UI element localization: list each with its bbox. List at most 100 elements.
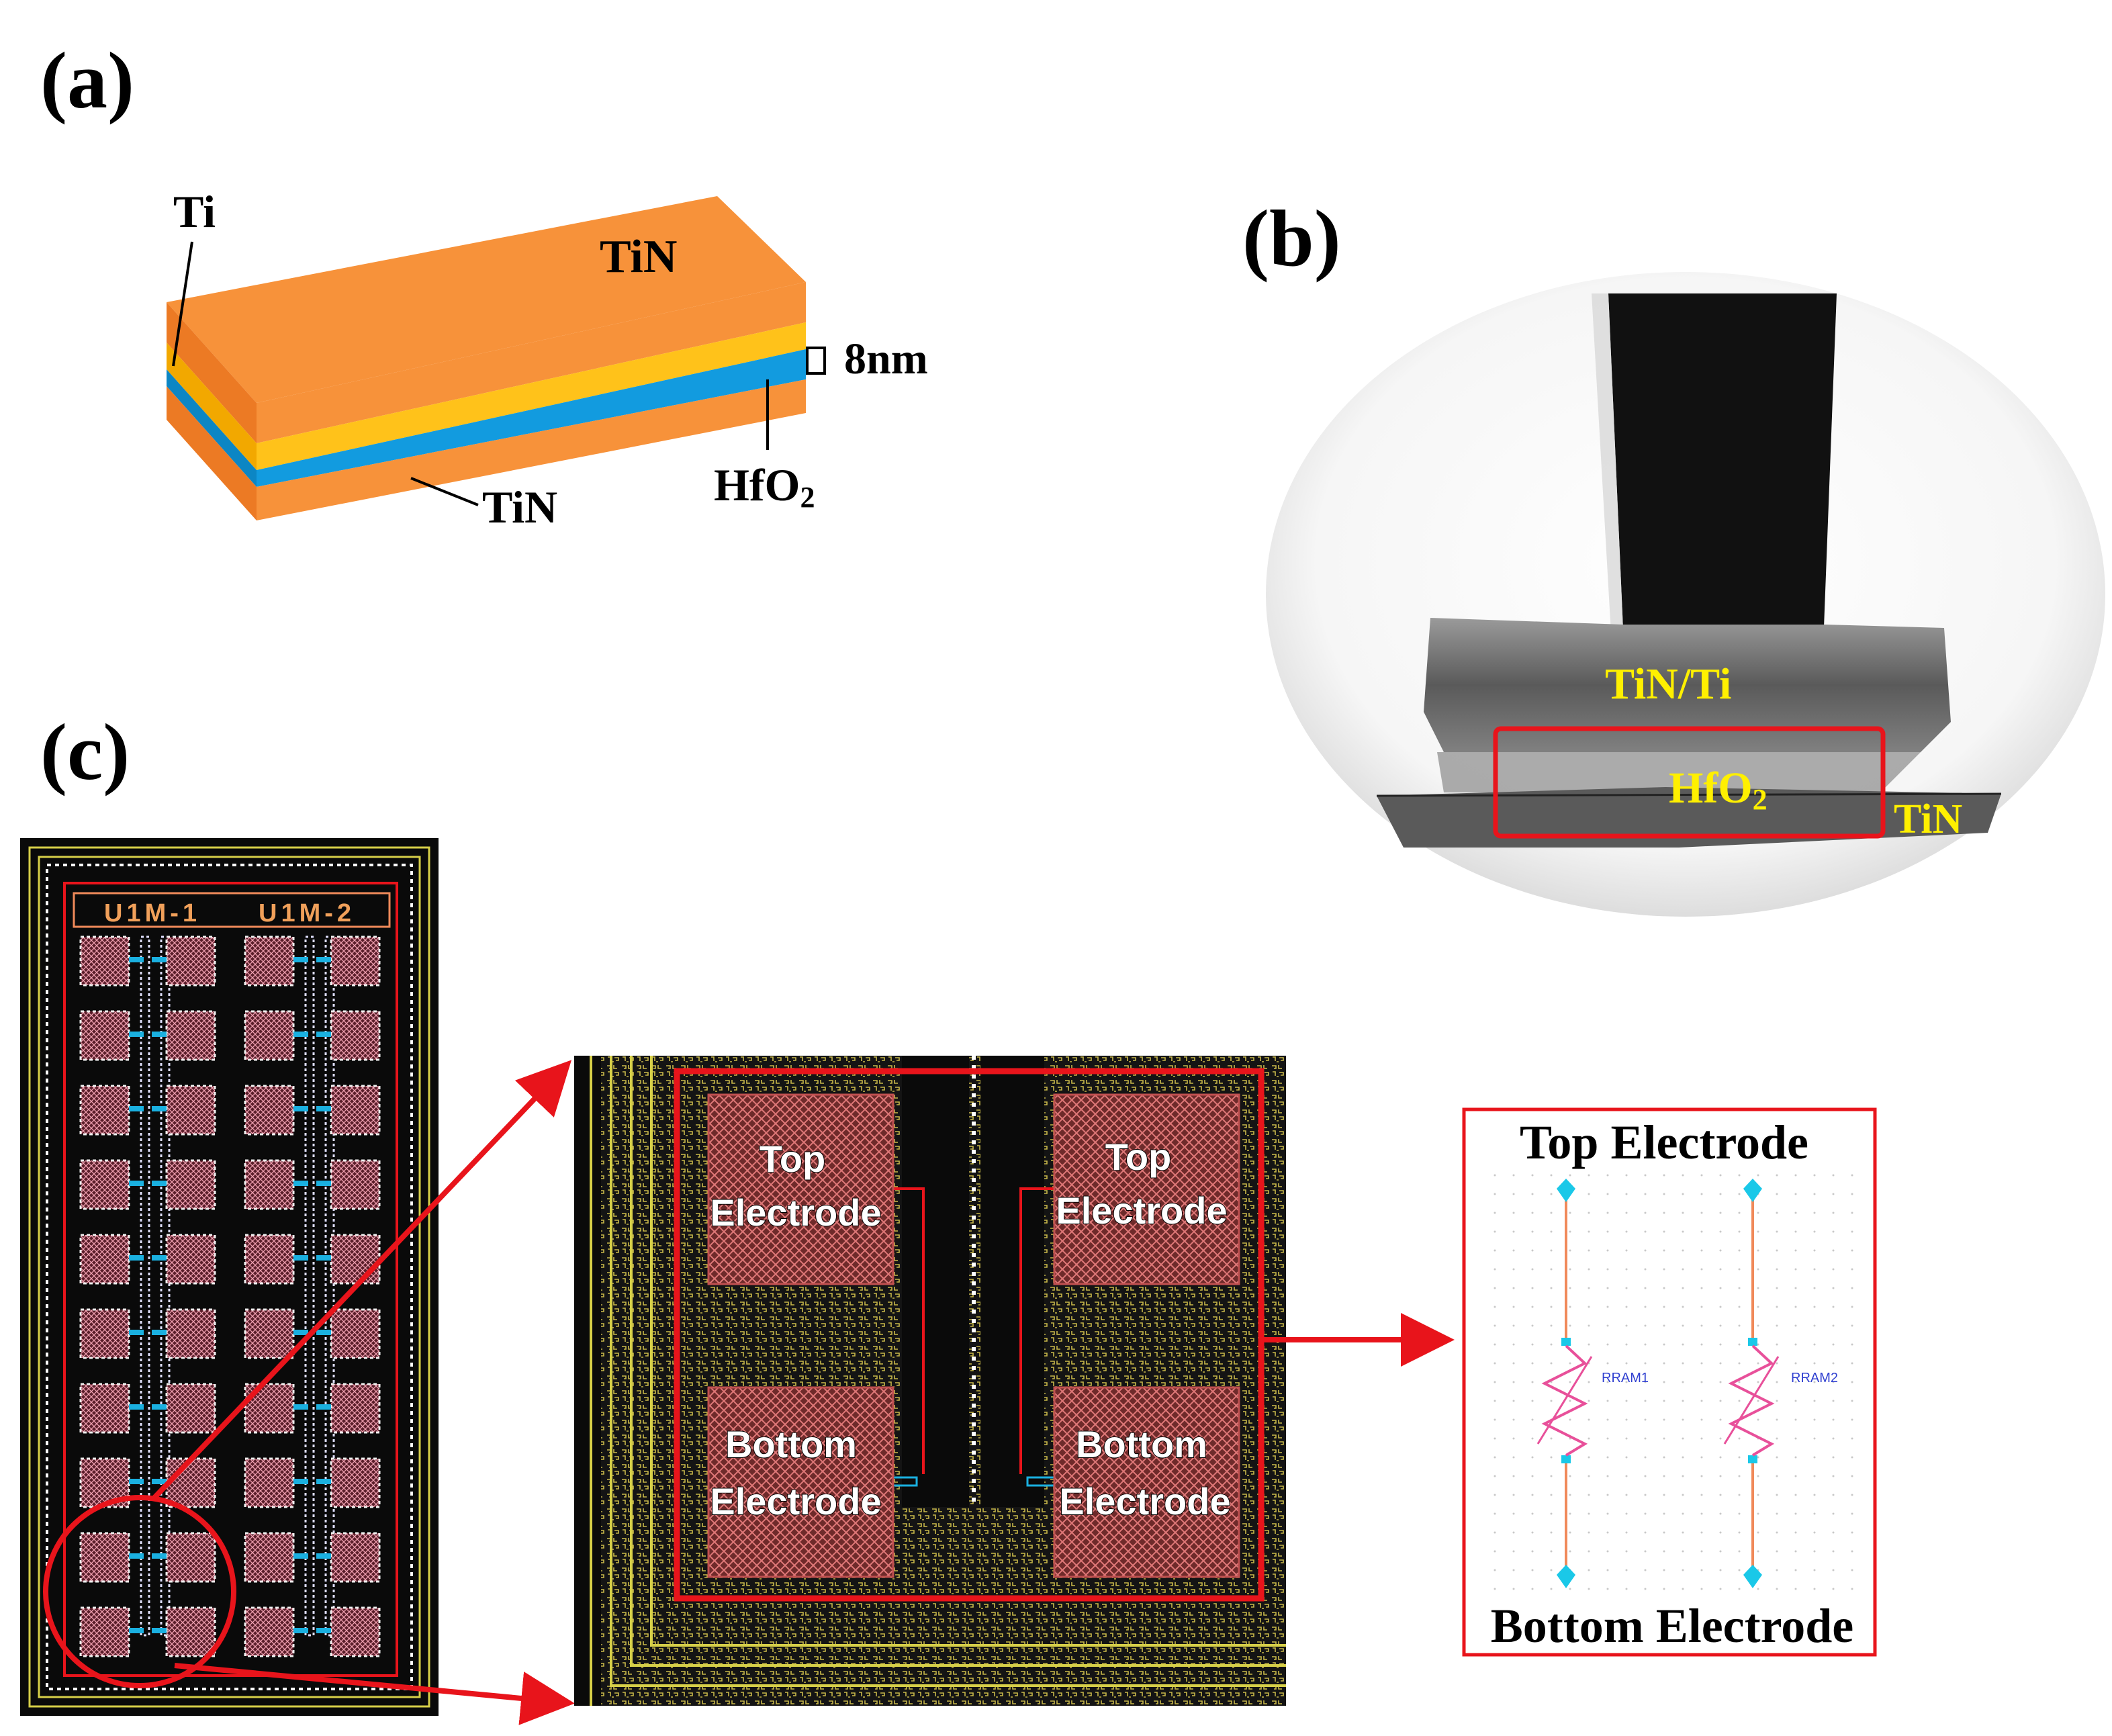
chip-pad <box>244 1234 295 1285</box>
chip-pad <box>79 1085 130 1136</box>
top-tin-left-face <box>167 302 257 443</box>
chip-via <box>293 1255 308 1261</box>
chip-layout: U1M-1 U1M-2 <box>20 838 439 1716</box>
chip-via <box>293 1032 308 1037</box>
chip-pad <box>330 1234 381 1285</box>
chip-pad <box>165 1010 216 1061</box>
chip-via <box>316 1255 331 1261</box>
chip-pad <box>330 1457 381 1508</box>
rram2: RRAM2 <box>1723 1179 1838 1588</box>
chip-via <box>293 1553 308 1559</box>
chip-pad <box>330 1606 381 1657</box>
panel-c: (c) U1M-1 U1M-2 <box>20 707 1877 1725</box>
chip-pad <box>244 1085 295 1136</box>
top-tin-front-face <box>257 282 806 443</box>
zoom-circle <box>43 1495 236 1688</box>
chip-pad <box>330 935 381 987</box>
zoom-arrow-top <box>152 1060 572 1500</box>
chip-pad <box>330 1532 381 1583</box>
chip-pad <box>79 1234 130 1285</box>
chip-pad <box>244 1457 295 1508</box>
chip-via <box>129 1032 144 1037</box>
chip-via <box>316 1553 331 1559</box>
zoom-highlight-box <box>674 1068 1265 1602</box>
chip-via <box>293 1479 308 1484</box>
chip-via <box>316 1106 331 1111</box>
chip-via <box>152 1032 167 1037</box>
chip-via <box>129 1553 144 1559</box>
chip-via <box>152 957 167 962</box>
chip-pad <box>79 935 130 987</box>
tin-ti-label: TiN/Ti <box>1605 659 1731 709</box>
chip-pad <box>244 1606 295 1657</box>
pad-bottom-right-line2: Electrode <box>1059 1480 1230 1522</box>
rram1-label: RRAM1 <box>1602 1371 1649 1385</box>
contact-pillar <box>1608 293 1837 645</box>
chip-via <box>152 1628 167 1633</box>
bottom-tin-leader <box>410 477 479 506</box>
chip-via <box>129 1106 144 1111</box>
chip-pad <box>244 1308 295 1359</box>
chip-via <box>152 1479 167 1484</box>
chip-via <box>293 957 308 962</box>
chip-via <box>293 1106 308 1111</box>
chip-pad <box>330 1010 381 1061</box>
panel-b-letter: (b) <box>1242 193 1341 283</box>
pad-bottom-left-line2: Electrode <box>710 1480 881 1522</box>
bottom-tin-film <box>1377 787 2001 848</box>
top-electrode-pad-right <box>1053 1093 1240 1285</box>
pad-top-right-line2: Electrode <box>1056 1189 1227 1232</box>
chip-pad <box>330 1159 381 1210</box>
chip-pad <box>244 1159 295 1210</box>
chip-via <box>316 1032 331 1037</box>
chip-pad <box>79 1159 130 1210</box>
chip-via <box>316 1330 331 1335</box>
ti-leader <box>172 241 193 367</box>
chip-pad <box>165 1234 216 1285</box>
rram2-top-terminal <box>1743 1179 1762 1202</box>
chip-pad <box>165 1308 216 1359</box>
panel-a: (a) Ti TiN 8nm HfO2 TiN <box>40 36 928 533</box>
zoomed-layout: Top Electrode Top Electrode Bottom Elect… <box>574 1056 1286 1706</box>
hfo2-highlight-box <box>1493 726 1886 839</box>
chip-via <box>129 1404 144 1410</box>
rram2-bottom-terminal <box>1743 1565 1762 1588</box>
bottom-tin-label: TiN <box>482 482 557 533</box>
tin-label-b: TiN <box>1894 796 1962 842</box>
chip-via <box>129 1330 144 1335</box>
ti-layer <box>257 322 806 470</box>
chip-pad <box>165 1457 216 1508</box>
rram1-bottom-terminal <box>1557 1565 1575 1588</box>
chip-via <box>293 1404 308 1410</box>
chip-via <box>152 1106 167 1111</box>
pad-bottom-left-line1: Bottom <box>725 1423 857 1465</box>
ti-label: Ti <box>173 186 216 237</box>
chip-via <box>293 1181 308 1186</box>
tin-ti-layer <box>1424 618 1951 752</box>
chip-pad <box>165 1159 216 1210</box>
schematic-top-label: Top Electrode <box>1520 1115 1808 1169</box>
chip-pad <box>79 1532 130 1583</box>
layer-stack <box>167 196 806 520</box>
chip-pad <box>79 1010 130 1061</box>
chip-pad <box>330 1085 381 1136</box>
bottom-tin-layer <box>257 379 806 520</box>
chip-via <box>316 1479 331 1484</box>
tem-image <box>1266 272 2105 917</box>
chip-pad <box>79 1606 130 1657</box>
schematic-bottom-label: Bottom Electrode <box>1491 1599 1854 1653</box>
top-electrode-pad-left <box>707 1093 894 1285</box>
chip-via <box>293 1628 308 1633</box>
top-tin-label: TiN <box>600 231 677 283</box>
chip-via <box>152 1553 167 1559</box>
chip-via <box>152 1404 167 1410</box>
chip-pad <box>244 1010 295 1061</box>
panel-b: (b) TiN/Ti HfO2 TiN <box>1242 193 2105 917</box>
chip-via <box>129 957 144 962</box>
chip-via <box>152 1330 167 1335</box>
hfo2-label: HfO2 <box>714 459 815 514</box>
rram2-label: RRAM2 <box>1791 1371 1838 1385</box>
thickness-marker <box>806 347 826 375</box>
